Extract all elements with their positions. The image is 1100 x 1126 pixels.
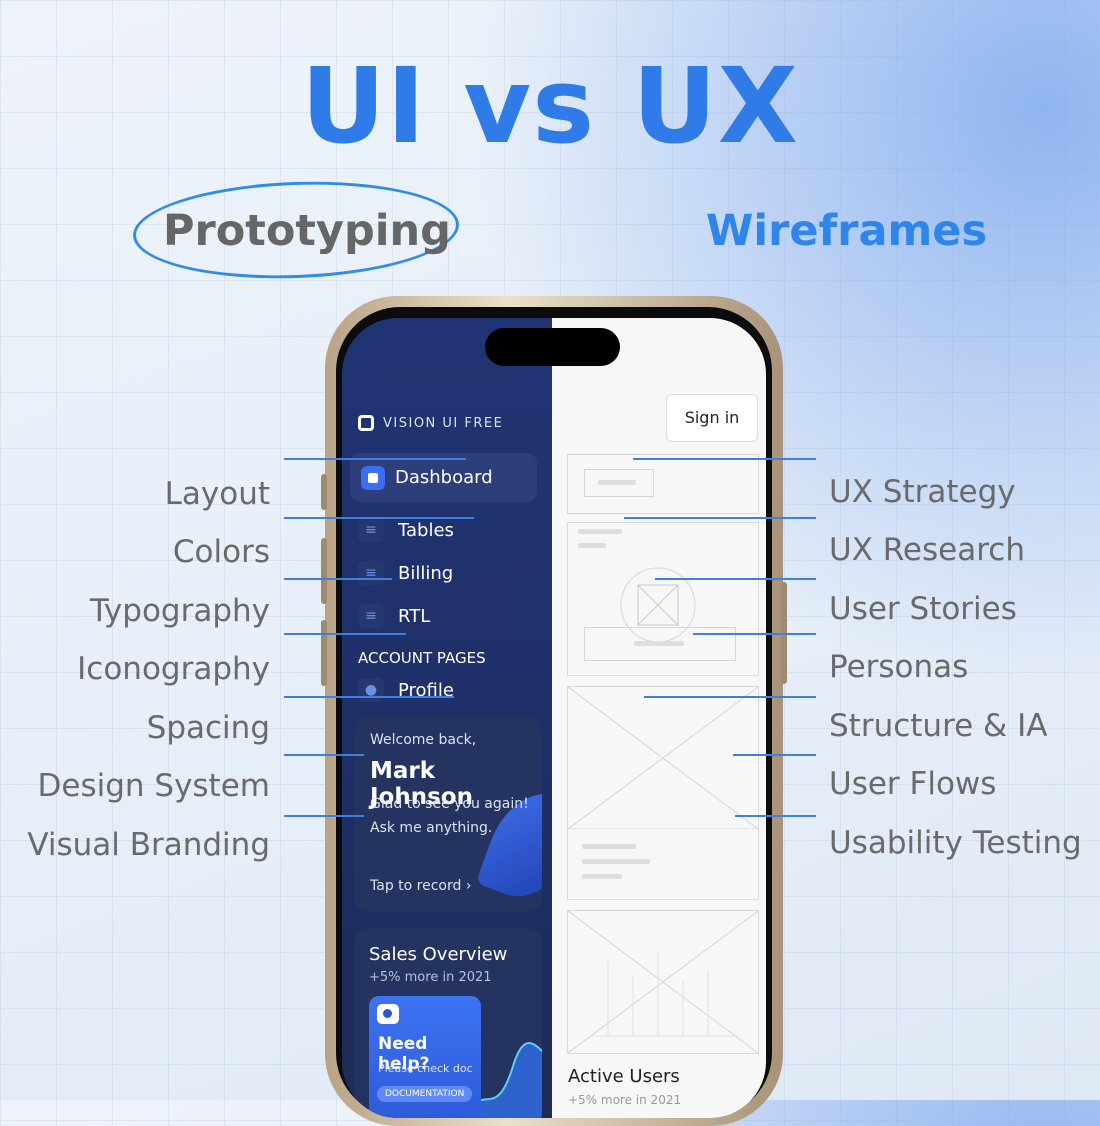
sign-in-button[interactable]: Sign in [666, 394, 758, 442]
nav-label-rtl: RTL [398, 605, 431, 627]
wireframe-placeholder [584, 469, 654, 497]
leader-line [633, 458, 816, 460]
dashboard-icon [361, 466, 385, 490]
image-placeholder-icon [568, 687, 758, 829]
wireframe-text-bar [598, 480, 636, 485]
ui-item-iconography: Iconography [77, 651, 270, 687]
tap-to-record-link[interactable]: Tap to record › [370, 878, 472, 894]
ux-item-usability-testing: Usability Testing [829, 825, 1082, 861]
dynamic-island [485, 328, 620, 366]
phone-volume-up [321, 538, 327, 604]
documentation-button[interactable]: DOCUMENTATION [377, 1086, 473, 1102]
wireframe-text-bar [582, 859, 650, 864]
nav-item-profile[interactable]: ● Profile [358, 678, 454, 702]
leader-line [644, 696, 816, 698]
need-help-card: Need help? Please check doc DOCUMENTATIO… [369, 996, 481, 1118]
welcome-name: Mark Johnson [370, 758, 473, 810]
leader-line [655, 578, 816, 580]
leader-line [284, 578, 392, 580]
ux-item-strategy: UX Strategy [829, 474, 1016, 510]
main-title: UI vs UX [301, 45, 799, 167]
wireframe-text-bar [634, 641, 684, 646]
wireframe-header-block [567, 454, 759, 514]
ux-item-structure-ia: Structure & IA [829, 708, 1048, 744]
sales-subtitle: +5% more in 2021 [369, 970, 492, 985]
list-icon: ≡ [358, 604, 384, 628]
wireframe-chart-block [567, 910, 759, 1054]
nav-item-tables[interactable]: ≡ Tables [358, 518, 454, 542]
welcome-card: Welcome back, Mark Johnson Glad to see y… [354, 716, 542, 912]
help-star-icon [377, 1004, 399, 1024]
app-brand: VISION UI FREE [358, 415, 503, 431]
ui-item-layout: Layout [164, 476, 270, 512]
wireframe-text-bar [578, 543, 606, 548]
sales-title: Sales Overview [369, 944, 508, 965]
ux-item-user-flows: User Flows [829, 766, 997, 802]
prototyping-heading: Prototyping [131, 176, 461, 284]
leader-line [624, 517, 816, 519]
active-users-subtitle: +5% more in 2021 [568, 1093, 682, 1107]
need-help-text: Please check doc [378, 1062, 473, 1075]
phone-side-button [321, 474, 327, 510]
ui-panel: VISION UI FREE Dashboard ≡ Tables ≡ Bill… [342, 318, 552, 1118]
leader-line [284, 815, 364, 817]
nav-label-tables: Tables [398, 519, 454, 541]
nav-item-rtl[interactable]: ≡ RTL [358, 604, 430, 628]
wireframes-heading: Wireframes [706, 206, 988, 256]
leader-line [284, 517, 474, 519]
brand-label: VISION UI FREE [383, 415, 504, 431]
leader-line [284, 458, 466, 460]
sales-overview-card: Sales Overview +5% more in 2021 Need hel… [354, 928, 542, 1118]
account-pages-heading: ACCOUNT PAGES [358, 649, 486, 667]
phone-volume-down [321, 620, 327, 686]
nav-item-dashboard[interactable]: Dashboard [350, 453, 537, 502]
phone-screen: VISION UI FREE Dashboard ≡ Tables ≡ Bill… [342, 318, 766, 1118]
ui-item-design-system: Design System [37, 768, 271, 804]
nav-label-dashboard: Dashboard [395, 467, 493, 488]
wireframe-profile-block [567, 522, 759, 676]
welcome-line1: Glad to see you again! [370, 796, 529, 812]
ux-item-user-stories: User Stories [829, 591, 1017, 627]
wireframe-card-block [567, 686, 759, 900]
ui-item-spacing: Spacing [146, 710, 270, 746]
leader-line [284, 633, 406, 635]
ux-item-research: UX Research [829, 532, 1025, 568]
nav-label-profile: Profile [398, 679, 454, 701]
brand-icon [358, 415, 374, 431]
need-help-title: Need help? [378, 1034, 430, 1074]
leader-line [733, 754, 816, 756]
wireframe-input-placeholder [584, 627, 736, 661]
wireframe-text-bar [578, 529, 622, 534]
ux-item-personas: Personas [829, 649, 969, 685]
leader-line [693, 633, 816, 635]
wireframe-text-bar [582, 844, 636, 849]
list-icon: ≡ [358, 561, 384, 585]
ui-item-typography: Typography [89, 593, 270, 629]
nav-item-billing[interactable]: ≡ Billing [358, 561, 453, 585]
sales-wave-chart [474, 1042, 542, 1118]
ui-item-colors: Colors [172, 534, 270, 570]
active-users-title: Active Users [568, 1066, 680, 1087]
leader-line [735, 815, 816, 817]
user-icon: ● [358, 678, 384, 702]
leader-line [284, 754, 364, 756]
welcome-line2: Ask me anything. [370, 820, 493, 836]
wireframe-text-bar [582, 874, 622, 879]
prototyping-label: Prototyping [163, 206, 451, 256]
list-icon: ≡ [358, 518, 384, 542]
welcome-greeting: Welcome back, [370, 732, 477, 748]
ui-item-visual-branding: Visual Branding [27, 827, 270, 863]
leader-line [284, 696, 454, 698]
chart-placeholder-icon [568, 911, 758, 1053]
nav-label-billing: Billing [398, 562, 454, 584]
